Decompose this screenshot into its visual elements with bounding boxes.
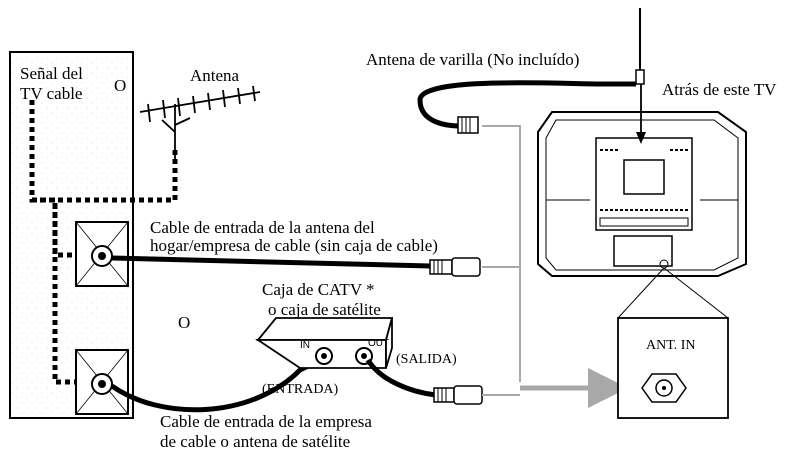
rod-to-tv-arrow	[636, 84, 646, 144]
cable-input-label-line1: Cable de entrada de la antena del	[150, 218, 375, 237]
wall-outlet-icon	[75, 221, 129, 287]
coax-connector-icon	[429, 257, 481, 277]
ant-in-jack-icon	[641, 373, 687, 403]
box-in-label: IN	[300, 340, 310, 351]
cable-sat-label-line2: de cable o antena de satélite	[160, 432, 351, 451]
signal-path-lines	[482, 125, 628, 408]
signal-route-lines	[29, 100, 178, 385]
antenna-label: Antena	[190, 66, 240, 85]
tv-rear-icon	[537, 111, 747, 277]
back-of-tv-label: Atrás de este TV	[662, 80, 777, 99]
box-out-label: OUT	[368, 338, 390, 349]
coax-connector-icon	[457, 116, 479, 134]
cable-direct	[111, 255, 481, 277]
or-label-top: O	[114, 76, 127, 95]
rod-antenna-label: Antena de varilla (No incluído)	[366, 50, 580, 69]
cable-to-box	[110, 357, 322, 413]
entrada-label: (ENTRADA)	[262, 382, 339, 397]
wall-outlet-icon	[75, 349, 129, 415]
signal-label-line2: TV cable	[20, 84, 83, 103]
catv-box-label-line2: o caja de satélite	[268, 300, 381, 319]
signal-label-line1: Señal del	[20, 64, 83, 83]
callout-lines	[617, 259, 729, 319]
cable-input-label-line2: hogar/empresa de cable (sin caja de cabl…	[150, 236, 438, 255]
rod-antenna-icon	[417, 8, 645, 134]
ant-in-detail	[617, 317, 729, 419]
yagi-antenna-icon	[139, 85, 261, 160]
ant-in-label: ANT. IN	[646, 338, 696, 353]
coax-connector-icon	[433, 385, 483, 405]
cable-sat-label-line1: Cable de entrada de la empresa	[160, 412, 372, 431]
or-label-middle: O	[178, 313, 191, 332]
catv-box-label-line1: Caja de CATV *	[262, 280, 375, 299]
salida-label: (SALIDA)	[396, 352, 457, 367]
set-top-box-icon	[255, 317, 394, 369]
